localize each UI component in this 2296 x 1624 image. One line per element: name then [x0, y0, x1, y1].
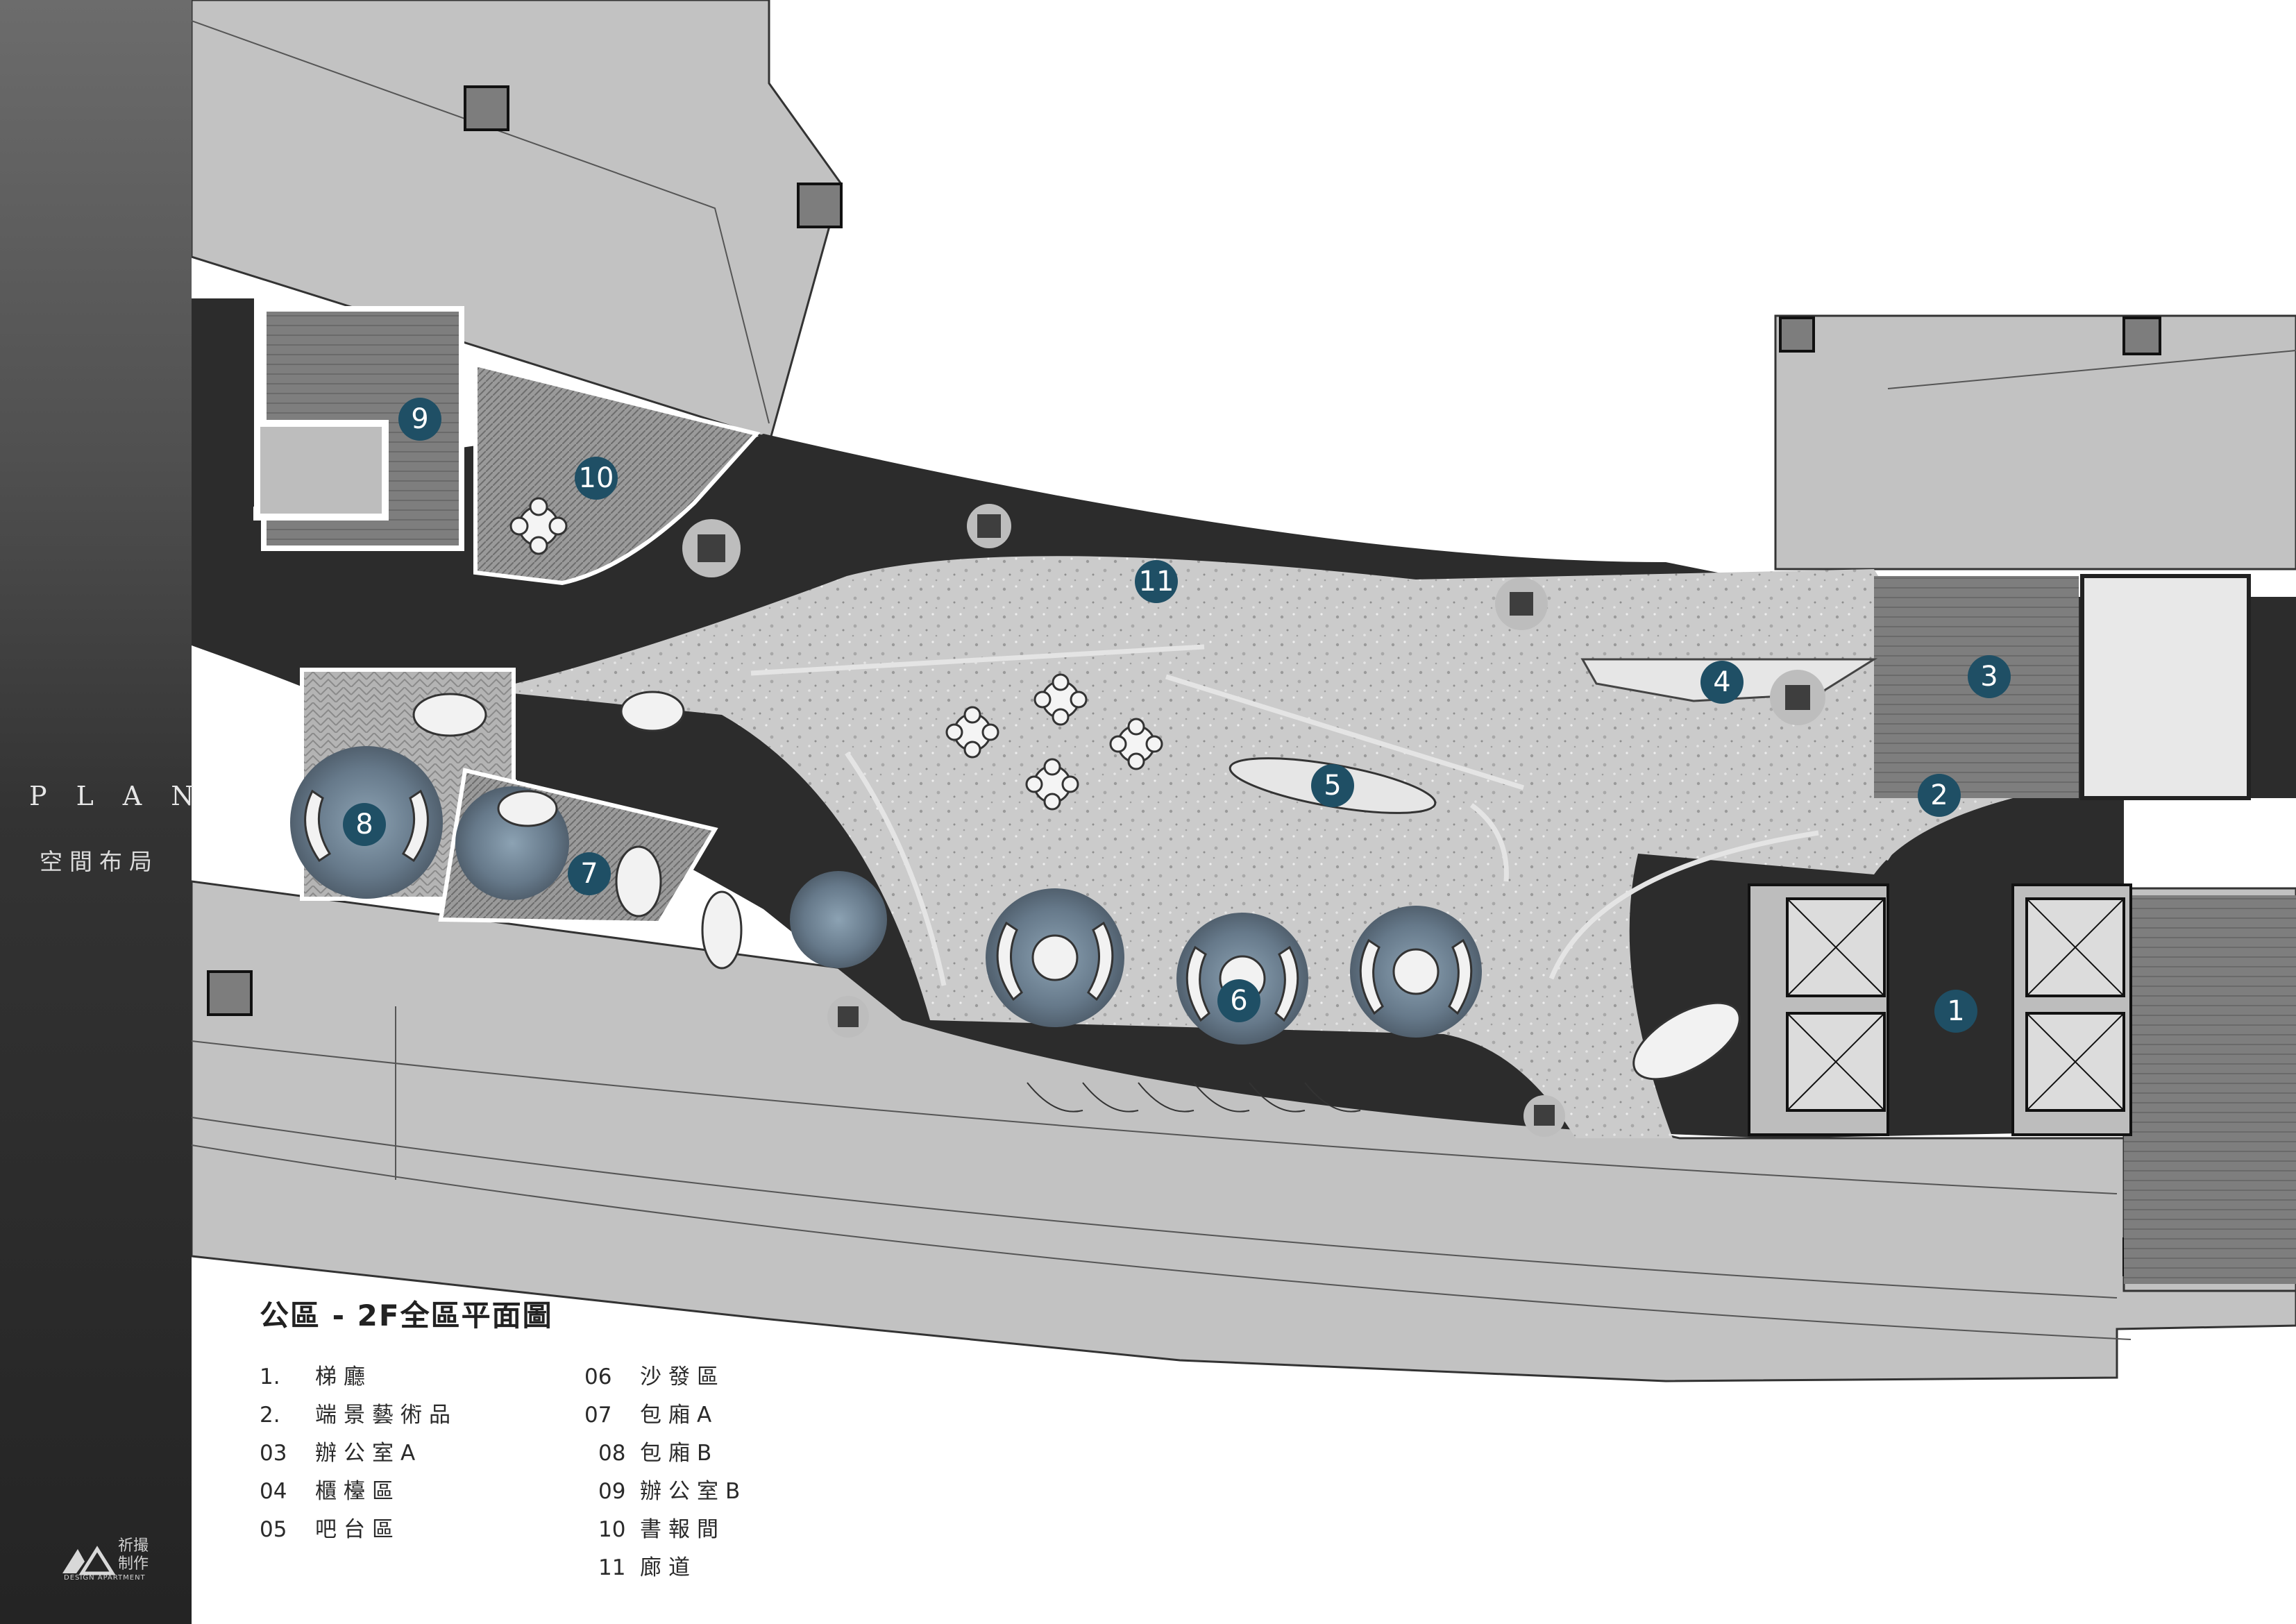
svg-text:8: 8 — [355, 809, 373, 840]
area-marker-4: 4 — [1700, 661, 1744, 704]
area-marker-6: 6 — [1217, 979, 1260, 1022]
legend-item: 1.梯廳 — [260, 1364, 372, 1389]
rug — [790, 871, 887, 968]
column — [207, 970, 253, 1016]
dining-tables — [509, 497, 1163, 811]
svg-text:7: 7 — [580, 858, 598, 890]
elevator-lobby — [1748, 883, 2132, 1136]
column — [1779, 316, 1815, 353]
plan-subtitle: 空間布局 — [40, 848, 159, 875]
svg-text:11: 11 — [1139, 566, 1174, 598]
area-marker-2: 2 — [1918, 774, 1961, 817]
svg-text:4: 4 — [1713, 666, 1730, 698]
svg-text:3: 3 — [1980, 661, 1998, 693]
doors — [1027, 1082, 1361, 1113]
logo-text-cn: 祈撮 制作 — [118, 1537, 149, 1573]
legend-item: 2.端景藝術品 — [260, 1403, 457, 1428]
svg-text:6: 6 — [1230, 985, 1247, 1017]
area-marker-7: 7 — [568, 852, 611, 895]
partition-lines — [750, 644, 1819, 986]
area-marker-1: 1 — [1934, 990, 1977, 1033]
area-markers: 1 2 3 4 5 6 7 8 9 10 11 — [343, 398, 2011, 1033]
floor-plan: 1 2 3 4 5 6 7 8 9 10 11 — [192, 0, 2296, 1382]
plan-title: PLAN — [29, 781, 223, 811]
svg-text:9: 9 — [411, 403, 428, 435]
area-marker-5: 5 — [1311, 764, 1354, 807]
office-b-core — [253, 420, 389, 521]
svg-text:2: 2 — [1930, 779, 1948, 811]
building-east — [1774, 314, 2296, 570]
booth-hallway — [517, 722, 711, 781]
area-marker-9: 9 — [398, 398, 441, 441]
column — [797, 183, 843, 228]
east-side-carpet — [2124, 895, 2296, 1284]
svg-text:5: 5 — [1324, 770, 1341, 802]
east-service — [2080, 574, 2251, 800]
building-south — [192, 880, 2296, 1382]
logo-text-en: DESIGN APARTMENT — [64, 1574, 146, 1582]
terrazzo-east — [1416, 576, 1930, 861]
svg-text:10: 10 — [579, 462, 614, 494]
column — [2122, 316, 2161, 355]
service-west — [192, 298, 254, 507]
svg-text:1: 1 — [1947, 995, 1964, 1027]
column — [464, 85, 509, 131]
area-marker-3: 3 — [1968, 655, 2011, 698]
round-columns — [682, 504, 1825, 1137]
drawing-title: 公區 - 2F全區平面圖 — [260, 1299, 553, 1333]
area-marker-8: 8 — [343, 803, 386, 846]
building-inner-lines — [192, 20, 2296, 1340]
logo-mark-icon — [62, 1546, 116, 1575]
sofa-groups — [290, 691, 1741, 1081]
sidebar: PLAN 空間布局 祈撮 制作 DESIGN APARTMENT — [0, 0, 223, 1624]
area-marker-11: 11 — [1135, 560, 1178, 603]
area-marker-10: 10 — [575, 457, 618, 500]
